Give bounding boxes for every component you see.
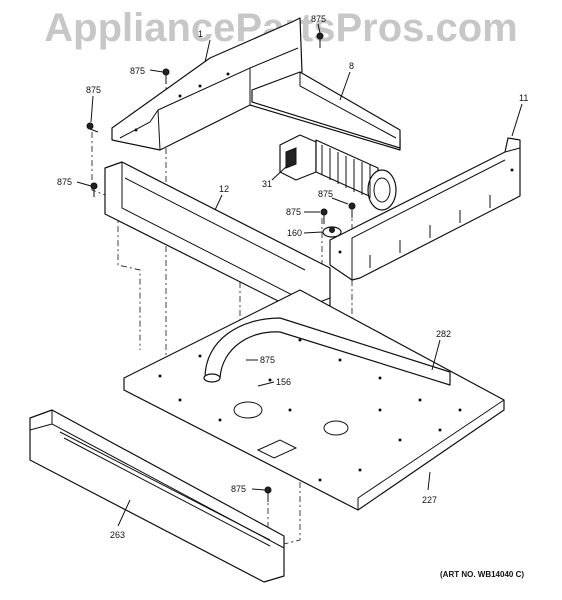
part-227-bottom-panel [123,289,505,511]
callout-12: 12 [219,184,229,194]
screw-875-c [90,182,98,197]
callout-875-c: 875 [57,177,72,187]
part-263-front-trim [29,409,285,583]
part-282-duct [203,317,451,386]
callout-8: 8 [349,61,354,71]
screw-875-b [86,122,99,133]
screw-875-d [348,202,356,218]
screw-875-e [320,208,328,224]
part-31-fan-motor [279,134,397,211]
callout-11: 11 [519,93,528,103]
callout-160: 160 [287,228,302,238]
callout-875-b: 875 [86,85,101,95]
callout-875-f: 875 [260,355,275,365]
part-8-rear-rail [251,71,401,149]
callout-875-d: 875 [318,189,333,199]
art-number: (ART NO. WB14040 C) [440,570,524,579]
screw-875-g [264,486,272,502]
callout-labels: 875 875 875 875 875 875 875 875 1 8 11 1… [57,14,528,579]
callout-263: 263 [110,530,125,540]
callout-31: 31 [262,179,272,189]
callout-227: 227 [422,495,437,505]
screw-875-top [316,32,324,48]
callout-282: 282 [436,329,451,339]
part-11-side-bracket [329,137,521,281]
screw-875-a [162,68,170,84]
leader-lines [76,23,523,527]
callout-875-top: 875 [311,14,326,24]
callout-875-g: 875 [231,484,246,494]
callout-875-e: 875 [286,207,301,217]
callout-875-a: 875 [130,66,145,76]
part-160-thermostat [322,226,342,238]
callout-156: 156 [276,377,291,387]
callout-1: 1 [198,29,203,39]
